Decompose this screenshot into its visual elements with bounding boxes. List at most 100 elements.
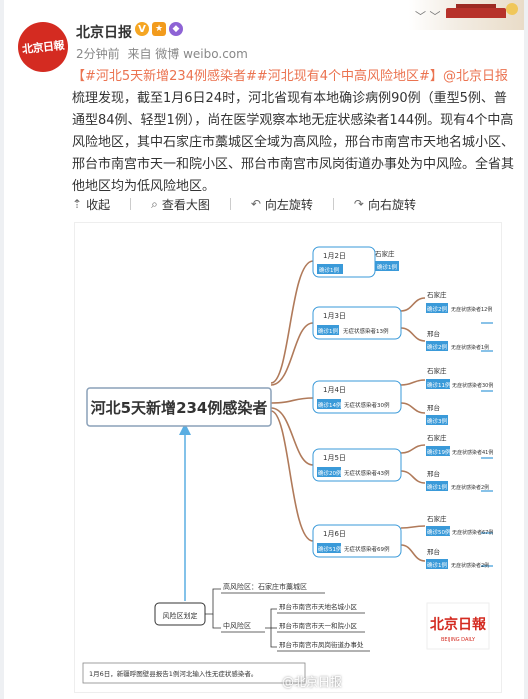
day-asymptomatic: 无症状感染者69例: [344, 545, 390, 553]
city-confirmed: 确诊19例: [427, 448, 451, 456]
bird-icon: ﹀ ﹀: [415, 10, 441, 23]
post-image-mindmap[interactable]: 河北5天新增234例感染者 1月2日 确诊1例 石家庄 确诊1例 1月3日 确诊…: [74, 222, 502, 693]
footnote-text: 1月6日，新疆呼图壁县报告1例河北输入性无症状感染者。: [89, 669, 257, 678]
mindmap-footnote: 1月6日，新疆呼图壁县报告1例河北输入性无症状感染者。: [82, 662, 306, 684]
city-asymptomatic: 无症状感染者12例: [451, 306, 492, 313]
risk-label: 风险区划定: [163, 611, 198, 620]
risk-zoning: 风险区划定 高风险区：石家庄市藁城区 中风险区 邢台市南宫市天地名城小区 邢台市: [154, 582, 370, 652]
divider: [332, 198, 334, 210]
day-date: 1月4日: [323, 386, 346, 394]
city-name: 邢台: [427, 329, 440, 338]
mindmap-title-node: 河北5天新增234例感染者: [86, 387, 272, 427]
post-meta: 2分钟前 来自 微博 weibo.com: [76, 45, 252, 62]
verified-badge-icon[interactable]: V: [135, 22, 149, 36]
mindmap-svg: 河北5天新增234例感染者 1月2日 确诊1例 石家庄 确诊1例 1月3日 确诊…: [82, 246, 493, 684]
rotate-left-icon: ↶: [250, 197, 261, 211]
magnifier-icon: ⌕: [151, 196, 158, 211]
city-confirmed: 确诊3例: [427, 417, 447, 425]
post-time[interactable]: 2分钟前: [76, 47, 120, 61]
day-confirmed: 确诊1例: [319, 266, 339, 274]
divider: [130, 198, 132, 210]
high-risk-label: 高风险区：石家庄市藁城区: [223, 582, 307, 591]
city-asymptomatic: 无症状感染者1例: [451, 344, 489, 351]
avatar[interactable]: 北京日報: [18, 22, 68, 72]
collapse-button[interactable]: ⇡ 收起: [72, 196, 110, 213]
city-name: 石家庄: [375, 249, 395, 258]
rotate-right-icon: ↷: [353, 197, 364, 211]
city-name: 石家庄: [427, 290, 447, 299]
city-confirmed: 确诊1例: [427, 483, 447, 491]
weibo-post-card: ﹀ ﹀ 北京日報 北京日报 V ★ ◆ 2分钟前 来自 微博 weibo.com…: [4, 0, 524, 699]
mindmap-title: 河北5天新增234例感染者: [91, 399, 268, 417]
gate-roof-icon: [446, 8, 506, 18]
avatar-logo-text: 北京日報: [21, 38, 65, 57]
image-watermark: @北京日报: [282, 675, 343, 689]
day-date: 1月6日: [323, 530, 346, 538]
city-asymptomatic: 无症状感染者67例: [452, 529, 493, 536]
mention-link[interactable]: @北京日报: [442, 69, 508, 84]
beijing-daily-logo: 北京日報 BEIJING DAILY: [426, 602, 490, 650]
city-confirmed: 确诊1例: [377, 263, 397, 271]
day-confirmed: 确诊14例: [318, 401, 342, 409]
city-confirmed: 确诊2例: [427, 305, 447, 313]
city-asymptomatic: 无症状感染者41例: [452, 449, 493, 456]
day-date: 1月2日: [323, 252, 346, 260]
rotate-left-button[interactable]: ↶ 向左旋转: [251, 196, 313, 213]
city-name: 石家庄: [427, 366, 447, 375]
post-body: 梳理发现，截至1月6日24时，河北省现有本地确诊病例90例（重型5例、普通型84…: [72, 91, 515, 194]
day-asymptomatic: 无症状感染者43例: [344, 469, 390, 477]
city-name: 石家庄: [427, 514, 447, 523]
day-asymptomatic: 无症状感染者13例: [343, 327, 389, 335]
city-asymptomatic: 无症状感染者2例: [451, 562, 489, 569]
risk-arrow: [179, 423, 191, 601]
day-node-5: 1月6日 确诊51例 无症状感染者69例 石家庄 确诊50例 无症状感染者67例…: [312, 514, 493, 569]
day-confirmed: 确诊51例: [318, 545, 342, 553]
city-asymptomatic: 无症状感染者30例: [452, 382, 493, 389]
city-confirmed: 确诊11例: [427, 381, 451, 389]
collapse-label: 收起: [86, 197, 111, 212]
city-name: 邢台: [427, 547, 440, 556]
member-badge-icon[interactable]: ★: [152, 22, 166, 36]
day-confirmed: 确诊20例: [318, 469, 342, 477]
gate-tower-icon: [456, 4, 496, 10]
mid-risk-area: 邢台市南宫市天一和院小区: [279, 621, 358, 630]
mid-risk-label: 中风险区: [223, 621, 251, 630]
account-badges: V ★ ◆: [135, 22, 183, 36]
day-node-2: 1月3日 确诊1例 无症状感染者13例 石家庄 确诊2例 无症状感染者12例 邢…: [312, 290, 492, 351]
city-name: 邢台: [427, 403, 440, 412]
rotate-right-button[interactable]: ↷ 向右旋转: [354, 196, 416, 213]
image-action-bar: ⇡ 收起 ⌕ 查看大图 ↶ 向左旋转 ↷ 向右旋转: [72, 192, 517, 216]
day-confirmed: 确诊1例: [318, 327, 338, 335]
city-confirmed: 确诊1例: [427, 561, 447, 569]
day-node-1: 1月2日 确诊1例 石家庄 确诊1例: [312, 246, 399, 278]
city-name: 石家庄: [427, 433, 447, 442]
sun-icon: [506, 3, 518, 15]
day-node-3: 1月4日 确诊14例 无症状感染者30例 石家庄 确诊11例 无症状感染者30例…: [312, 366, 493, 425]
city-confirmed: 确诊2例: [427, 343, 447, 351]
day-date: 1月5日: [323, 454, 346, 462]
view-large-button[interactable]: ⌕ 查看大图: [151, 196, 210, 213]
hashtag-link[interactable]: #河北现有4个中高风险地区#】: [256, 69, 443, 84]
post-source[interactable]: 来自 微博 weibo.com: [127, 47, 248, 61]
day-node-4: 1月5日 确诊20例 无症状感染者43例 石家庄 确诊19例 无症状感染者41例…: [312, 433, 493, 491]
logo-subtext: BEIJING DAILY: [441, 637, 476, 643]
rotate-right-label: 向右旋转: [367, 197, 416, 212]
rotate-left-label: 向左旋转: [264, 197, 313, 212]
account-name[interactable]: 北京日报: [76, 25, 132, 41]
mid-risk-area: 邢台市南宫市天地名城小区: [279, 602, 358, 611]
view-large-label: 查看大图: [161, 197, 210, 212]
post-text: 【#河北5天新增234例感染者##河北现有4个中高风险地区#】@北京日报 梳理发…: [72, 66, 517, 198]
divider: [229, 198, 231, 210]
city-name: 邢台: [427, 469, 440, 478]
header-decoration: ﹀ ﹀: [409, 0, 524, 30]
level-badge-icon[interactable]: ◆: [169, 22, 183, 36]
collapse-arrow-icon: ⇡: [72, 197, 83, 211]
mid-risk-area: 邢台市南宫市凤岗街道办事处: [279, 640, 364, 649]
logo-text: 北京日報: [430, 616, 487, 633]
city-asymptomatic: 无症状感染者2例: [451, 484, 489, 491]
day-asymptomatic: 无症状感染者30例: [344, 401, 390, 409]
hashtag-link[interactable]: 【#河北5天新增234例感染者#: [72, 69, 257, 84]
city-confirmed: 确诊50例: [427, 528, 451, 536]
mindmap-branches: [270, 260, 426, 562]
day-date: 1月3日: [323, 312, 346, 320]
